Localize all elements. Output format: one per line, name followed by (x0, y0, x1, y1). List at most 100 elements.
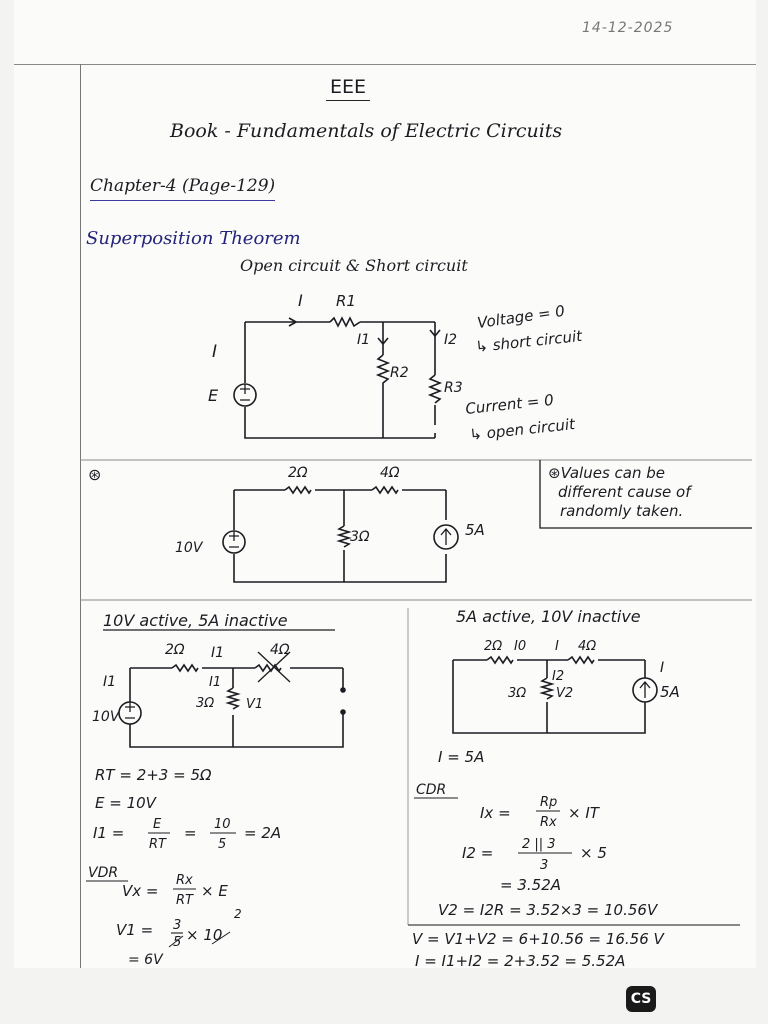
left-eq-i1-num2: 10 (214, 817, 231, 832)
right-eq-ix-num: Rp (540, 795, 557, 810)
final-eq-i: I = I1+I2 = 2+3.52 = 5.52A (415, 952, 625, 970)
left-eq-i1-result: = 2A (244, 824, 281, 842)
example-mark: ⊛ (88, 465, 101, 484)
intro-label-i2: I2 (444, 332, 457, 348)
example-label-5a: 5A (465, 521, 485, 539)
right-eq-v2: V2 = I2R = 3.52×3 = 10.56V (438, 901, 659, 919)
left-cross (257, 651, 291, 683)
left-label-10v: 10V (92, 709, 121, 725)
right-label-v2: V2 (556, 686, 573, 701)
intro-label-e: E (208, 386, 219, 405)
header-rule (14, 64, 756, 65)
left-label-i1-source: I1 (103, 674, 116, 690)
left-eq-i1-lhs: I1 = (93, 824, 124, 842)
left-eq-vx-lhs: Vx = (122, 882, 158, 900)
left-eq-v1-lhs: V1 = (116, 921, 153, 939)
intro-label-i-top: I (298, 291, 303, 310)
right-label-4ohm: 4Ω (578, 639, 596, 654)
margin-line (80, 64, 81, 968)
resistor-2ohm (284, 485, 312, 495)
example-label-3ohm: 3Ω (350, 529, 370, 545)
left-eq-v1-result: = 6V (128, 952, 164, 968)
intro-label-i-left: I (212, 342, 217, 362)
right-eq-i2-lhs: I2 = (462, 844, 493, 862)
left-label-i1: I1 (211, 645, 224, 661)
note-line-2: different cause of (558, 483, 693, 501)
right-label-3ohm: 3Ω (508, 686, 526, 701)
right-resistor-2ohm (486, 655, 514, 665)
right-current-source (632, 677, 658, 703)
current-source-5a (433, 524, 459, 550)
resistor-r1 (329, 316, 361, 328)
right-label-5a: 5A (660, 683, 680, 701)
note-voltage-zero: Voltage = 0 (476, 302, 566, 332)
date-text: 14-12-2025 (582, 20, 674, 36)
notebook-page (14, 0, 756, 968)
intro-label-r2: R2 (390, 365, 409, 381)
left-eq-i1-den2: 5 (218, 837, 226, 852)
right-analysis: 5A active, 10V inactive 2Ω I0 I 4Ω I2 3Ω… (414, 607, 680, 919)
note-open-circuit: ↳ open circuit (469, 415, 577, 444)
left-eq-i1-eq: = (184, 824, 197, 842)
left-label-v1: V1 (246, 697, 263, 712)
left-eq-v1-num: 3 (173, 918, 181, 933)
camscanner-logo: CS (626, 986, 656, 1012)
left-analysis: 10V active, 5A inactive 2Ω I1 4Ω I1 3Ω V… (86, 611, 346, 968)
resistor-r2 (375, 354, 391, 385)
right-eq-i2-den: 3 (540, 858, 548, 873)
left-resistor-2ohm (171, 663, 199, 673)
left-eq-i1-den: RT (149, 837, 167, 852)
right-label-i-source: I (660, 660, 664, 676)
right-eq-ix-den: Rx (540, 815, 557, 830)
right-label-2ohm: 2Ω (484, 639, 502, 654)
left-eq-vx-num: Rx (176, 873, 193, 888)
left-eq-v1-sup: 2 (234, 907, 242, 921)
right-eq-i2-rest: × 5 (580, 844, 607, 862)
resistor-4ohm (371, 485, 399, 495)
left-eq-i1-num: E (153, 817, 162, 832)
subject-title: EEE (326, 76, 371, 101)
right-title: 5A active, 10V inactive (456, 607, 641, 626)
left-eq-v1-den: 5 (173, 935, 181, 950)
final-eq-v: V = V1+V2 = 6+10.56 = 16.56 V (412, 930, 666, 948)
left-label-3ohm: 3Ω (196, 696, 214, 711)
left-resistor-3ohm (225, 687, 241, 710)
topic-heading: Superposition Theorem (86, 228, 301, 249)
right-label-i: I (555, 639, 559, 654)
right-label-i0: I0 (514, 639, 526, 654)
right-cdr-label: CDR (416, 782, 446, 798)
resistor-3ohm (336, 525, 352, 548)
note-box (539, 460, 752, 529)
left-title: 10V active, 5A inactive (103, 611, 288, 630)
book-title: Book - Fundamentals of Electric Circuits (170, 120, 563, 142)
example-label-2ohm: 2Ω (288, 465, 308, 481)
left-label-i1-branch: I1 (209, 675, 221, 690)
example-label-10v: 10V (175, 540, 204, 556)
right-eq-i: I = 5A (438, 748, 484, 766)
right-resistor-4ohm (567, 655, 595, 665)
left-label-4ohm: 4Ω (270, 642, 290, 658)
subtopic-heading: Open circuit & Short circuit (240, 256, 468, 275)
left-vdr-label: VDR (88, 865, 118, 881)
chapter-heading: Chapter-4 (Page-129) (90, 176, 276, 201)
resistor-r3 (427, 374, 443, 404)
right-eq-ix-lhs: Ix = (480, 804, 511, 822)
intro-circuit: I R1 I E I1 R2 I2 R3 Voltage = 0 ↳ short… (208, 291, 584, 444)
left-eq-e: E = 10V (95, 794, 158, 812)
note-current-zero: Current = 0 (465, 391, 555, 418)
intro-label-r1: R1 (336, 292, 356, 310)
example-circuit: ⊛ 2Ω 4Ω 3Ω 10V 5A ⊛Values can be differe… (88, 460, 752, 583)
intro-label-r3: R3 (444, 380, 463, 396)
final-results: V = V1+V2 = 6+10.56 = 16.56 V I = I1+I2 … (412, 930, 666, 970)
left-eq-vx-rest: × E (201, 882, 228, 900)
right-eq-i2-result: = 3.52A (500, 876, 561, 894)
note-line-3: randomly taken. (560, 502, 683, 520)
left-label-2ohm: 2Ω (165, 642, 185, 658)
right-resistor-3ohm (539, 677, 555, 700)
left-resistor-4ohm (254, 663, 282, 673)
intro-label-i1: I1 (357, 332, 370, 348)
left-eq-v1-rest: × 10 (186, 926, 222, 944)
note-short-circuit: ↳ short circuit (475, 327, 584, 356)
right-eq-ix-rest: × IT (568, 804, 601, 822)
